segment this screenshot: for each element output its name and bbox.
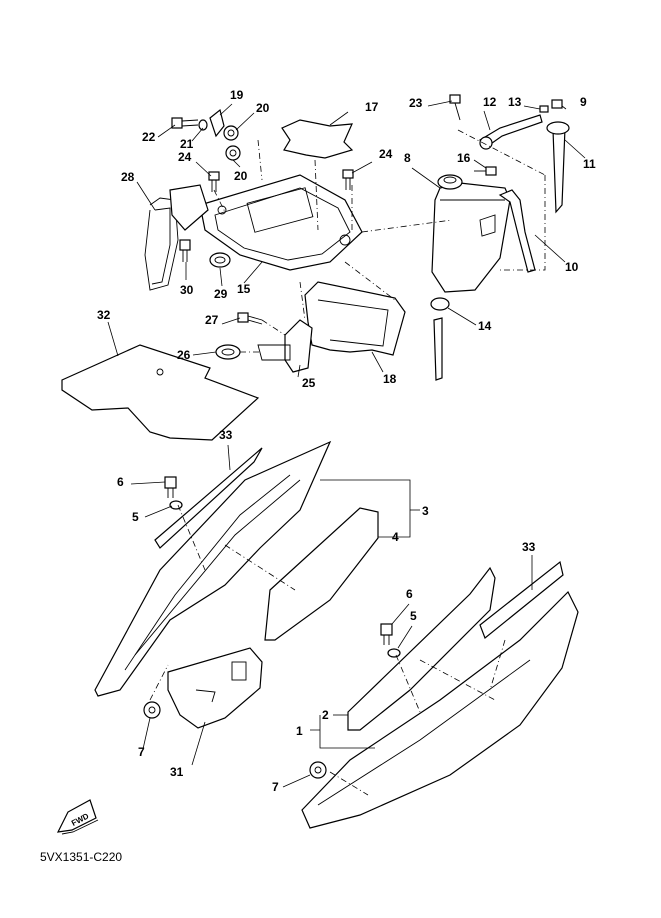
part-18-mat bbox=[304, 281, 406, 356]
callout-27: 27 bbox=[205, 313, 219, 327]
callout-1: 1 bbox=[296, 724, 303, 738]
callout-8: 8 bbox=[404, 151, 411, 165]
callout-5-left: 5 bbox=[132, 510, 139, 524]
part-24-bolt-a bbox=[208, 171, 220, 192]
part-6-bolt-right bbox=[380, 623, 393, 645]
callout-2: 2 bbox=[322, 708, 329, 722]
part-30-bolt bbox=[179, 239, 191, 262]
part-17-gasket bbox=[281, 119, 354, 159]
leader-lines bbox=[107, 100, 586, 788]
callout-18: 18 bbox=[383, 372, 397, 386]
callout-33-left: 33 bbox=[219, 428, 233, 442]
part-4-panel-left bbox=[264, 507, 379, 641]
diagram-code: 5VX1351-C220 bbox=[40, 850, 123, 864]
part-29-clamp bbox=[209, 252, 231, 268]
callout-31: 31 bbox=[170, 765, 184, 779]
part-9-cap bbox=[551, 99, 563, 109]
callout-30: 30 bbox=[180, 283, 194, 297]
part-21-washer bbox=[198, 119, 208, 131]
part-7-grommet-left bbox=[143, 701, 161, 719]
part-32-seal-sheet bbox=[61, 344, 260, 441]
callout-33-right: 33 bbox=[522, 540, 536, 554]
callout-7-right: 7 bbox=[272, 780, 279, 794]
callout-26: 26 bbox=[177, 348, 191, 362]
callout-19: 19 bbox=[230, 88, 244, 102]
part-7-grommet-right bbox=[309, 761, 327, 779]
callout-4: 4 bbox=[392, 530, 399, 544]
part-20-grommet-a bbox=[223, 125, 239, 141]
callout-12: 12 bbox=[483, 95, 497, 109]
part-2-panel-right bbox=[347, 566, 496, 731]
callout-29: 29 bbox=[214, 287, 228, 301]
callout-9: 9 bbox=[580, 95, 587, 109]
callout-6-right: 6 bbox=[406, 587, 413, 601]
callout-13: 13 bbox=[508, 95, 522, 109]
callout-15: 15 bbox=[237, 282, 251, 296]
part-31-inner-cover bbox=[167, 647, 263, 729]
callout-14: 14 bbox=[478, 319, 492, 333]
callout-20-top: 20 bbox=[256, 101, 270, 115]
part-13-clip bbox=[539, 105, 549, 113]
part-23-bolt bbox=[449, 94, 461, 121]
part-11-filler-neck bbox=[552, 127, 566, 214]
callout-17: 17 bbox=[365, 100, 379, 114]
callout-25: 25 bbox=[302, 376, 316, 390]
part-22-bolt bbox=[171, 117, 199, 129]
part-14-clamp bbox=[430, 297, 450, 311]
callout-24-left: 24 bbox=[178, 150, 192, 164]
part-6-bolt-left bbox=[164, 476, 177, 498]
callout-6-left: 6 bbox=[117, 475, 124, 489]
callout-3: 3 bbox=[422, 504, 429, 518]
callout-22: 22 bbox=[142, 130, 156, 144]
part-16-bolt bbox=[474, 166, 497, 176]
part-5-washer-left bbox=[169, 500, 183, 510]
fwd-arrow-icon: FWD bbox=[56, 799, 99, 835]
part-28-wire-bracket bbox=[144, 197, 179, 291]
callout-7-left: 7 bbox=[138, 745, 145, 759]
callout-11: 11 bbox=[583, 157, 596, 171]
part-25-stay bbox=[284, 319, 313, 373]
callout-28: 28 bbox=[121, 170, 135, 184]
part-19-clip bbox=[209, 108, 225, 138]
callout-21: 21 bbox=[180, 137, 194, 151]
part-33-strip-right bbox=[479, 560, 564, 639]
callout-20-bottom: 20 bbox=[234, 169, 248, 183]
callout-10: 10 bbox=[565, 260, 579, 274]
callout-5-right: 5 bbox=[410, 609, 417, 623]
callout-24-right: 24 bbox=[379, 147, 393, 161]
part-8-reservoir-tank bbox=[431, 182, 511, 293]
part-27-bolt bbox=[237, 312, 263, 325]
callout-32: 32 bbox=[97, 308, 111, 322]
part-26-clamp bbox=[215, 344, 241, 360]
callout-23: 23 bbox=[409, 96, 423, 110]
part-20-grommet-b bbox=[225, 145, 241, 161]
part-5-washer-right bbox=[387, 648, 401, 658]
part-15-bracket bbox=[199, 174, 363, 271]
part-24-bolt-b bbox=[342, 169, 354, 190]
part-1-side-cover-right bbox=[301, 590, 579, 829]
callout-16: 16 bbox=[457, 151, 471, 165]
part-33-strip-left bbox=[154, 447, 263, 549]
